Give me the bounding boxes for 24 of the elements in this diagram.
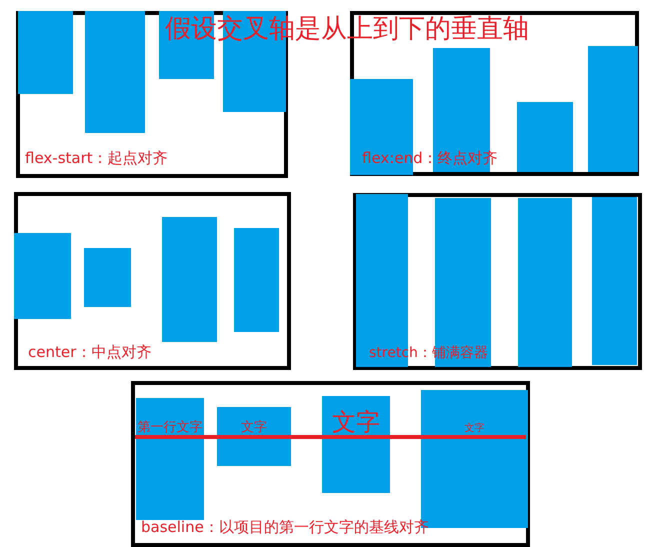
flex-item [84, 248, 131, 307]
flex-item [14, 233, 71, 319]
flex-item [592, 197, 637, 365]
item-text: 文字 [240, 421, 268, 434]
flex-item [18, 11, 73, 94]
alignment-label: baseline：以项目的第一行文字的基线对齐 [141, 520, 429, 535]
item-text: 文字 [464, 424, 486, 434]
flex-item [217, 407, 291, 466]
alignment-label: flex-start：起点对齐 [25, 151, 168, 166]
flex-item [322, 396, 390, 493]
flex-container [131, 381, 530, 547]
flex-container [14, 192, 291, 370]
item-text: 第一行文字 [136, 421, 204, 434]
flex-item [136, 398, 204, 520]
flex-item [159, 11, 214, 79]
item-text: 文字 [331, 410, 381, 434]
alignment-label: center：中点对齐 [28, 345, 152, 360]
flex-item [588, 46, 638, 172]
flex-item [518, 198, 572, 367]
flex-item [85, 11, 145, 133]
flex-item [517, 102, 573, 172]
flex-item [162, 217, 217, 342]
flex-item [234, 228, 279, 332]
flex-container [353, 193, 642, 370]
